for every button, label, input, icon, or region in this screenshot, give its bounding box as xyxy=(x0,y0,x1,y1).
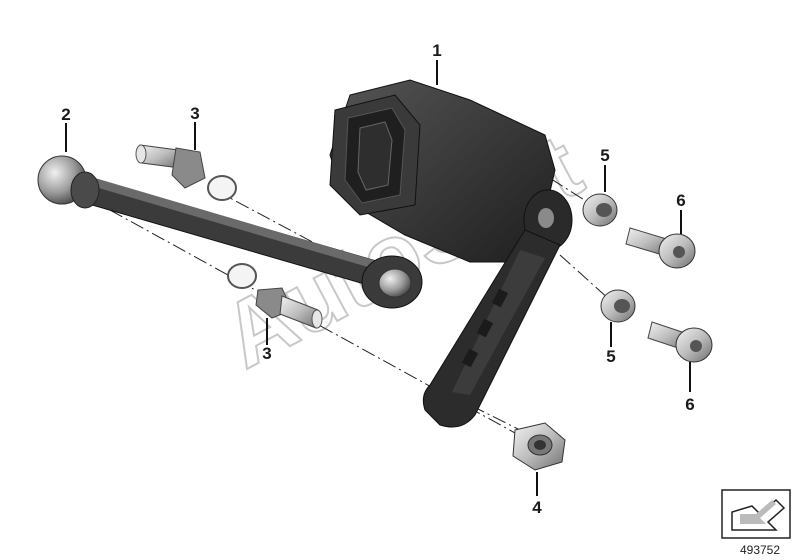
callout-5-upper: 5 xyxy=(600,146,609,165)
flange-nut-upper xyxy=(582,193,618,227)
sensor-lever xyxy=(422,229,561,428)
callout-1: 1 xyxy=(432,41,441,60)
ball-stud-upper xyxy=(135,144,237,201)
callout-3-upper: 3 xyxy=(190,104,199,123)
callout-6-upper: 6 xyxy=(676,191,685,210)
callout-4: 4 xyxy=(532,498,542,517)
diagram-number: 493752 xyxy=(740,543,780,557)
hex-nut xyxy=(512,422,566,471)
callout-leaders xyxy=(65,60,691,496)
height-sensor xyxy=(329,79,573,263)
flange-nut-lower xyxy=(600,289,636,323)
orientation-arrow-icon xyxy=(721,489,791,539)
link-rod xyxy=(37,155,423,309)
callout-5-lower: 5 xyxy=(606,347,615,366)
callout-3-lower: 3 xyxy=(262,344,271,363)
callout-2: 2 xyxy=(61,105,70,124)
ball-stud-lower xyxy=(227,263,323,329)
callout-6-lower: 6 xyxy=(685,395,694,414)
bolt-lower xyxy=(647,321,713,363)
bolt-upper xyxy=(625,227,696,269)
